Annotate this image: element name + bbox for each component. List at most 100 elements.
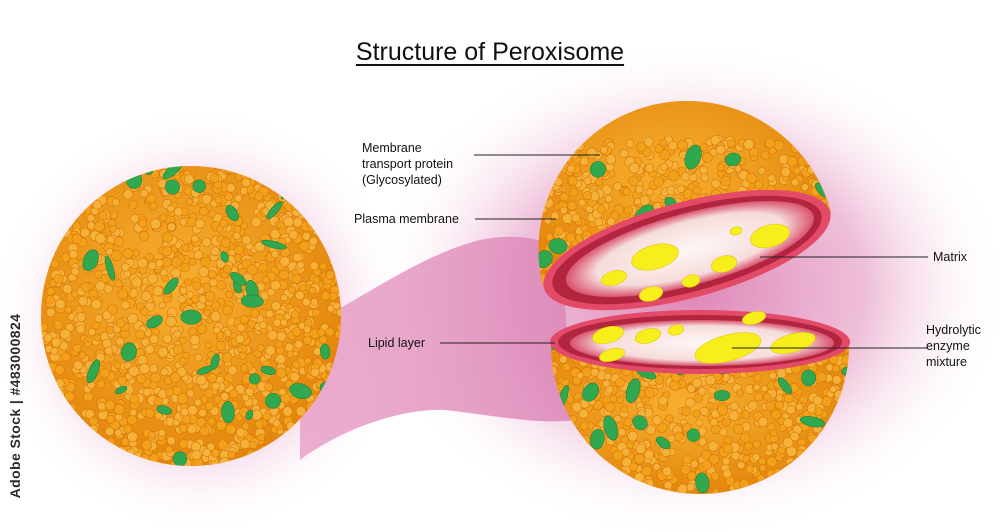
lipid-bead — [59, 328, 71, 340]
lipid-bead — [299, 284, 307, 292]
lipid-bead — [559, 206, 568, 215]
label-matrix: Matrix — [933, 250, 968, 264]
lipid-bead — [758, 457, 767, 466]
enzyme-blob — [592, 325, 624, 345]
lipid-bead — [743, 138, 755, 150]
lipid-bead — [114, 279, 123, 288]
lipid-bead — [244, 387, 254, 397]
lipid-bead — [160, 367, 169, 377]
lipid-bead — [220, 391, 230, 401]
lipid-bead — [776, 368, 787, 379]
glycoprotein-patch — [248, 373, 261, 385]
lipid-bead — [234, 194, 243, 203]
lipid-bead — [309, 261, 319, 271]
lipid-bead — [51, 337, 62, 348]
lipid-bead — [613, 414, 622, 423]
enzyme-blob — [750, 223, 790, 249]
lipid-bead — [765, 401, 776, 412]
lipid-bead — [566, 164, 576, 173]
lipid-bead — [702, 152, 713, 163]
lipid-bead — [656, 422, 668, 433]
lipid-bead — [122, 248, 134, 259]
lipid-bead — [127, 313, 139, 324]
lipid-bead — [814, 406, 824, 416]
lipid-bead — [43, 333, 53, 343]
lipid-bead — [697, 386, 707, 396]
lipid-bead — [578, 198, 586, 207]
lipid-bead — [210, 246, 220, 257]
lipid-bead — [579, 156, 589, 167]
lipid-bead — [166, 436, 176, 446]
lipid-bead — [292, 252, 302, 262]
lipid-bead — [736, 389, 744, 397]
lipid-bead — [238, 351, 247, 360]
lipid-bead — [117, 288, 128, 300]
lipid-bead — [103, 284, 113, 294]
glycoprotein-patch — [777, 377, 793, 395]
glycoprotein-patch — [120, 342, 137, 362]
lipid-bead — [332, 301, 341, 310]
lipid-bead — [184, 174, 195, 185]
lipid-bead — [221, 352, 233, 363]
lipid-bead — [128, 365, 140, 377]
lipid-bead — [816, 371, 827, 382]
lipid-bead — [211, 301, 221, 311]
lipid-bead — [586, 147, 598, 159]
lipid-bead — [578, 408, 589, 419]
lipid-bead — [97, 401, 106, 411]
lipid-bead — [104, 346, 114, 356]
lipid-bead — [595, 178, 604, 187]
lipid-bead — [241, 177, 251, 188]
lipid-bead — [78, 295, 89, 306]
lipid-bead — [225, 423, 237, 435]
lipid-bead — [147, 431, 156, 440]
lipid-bead — [711, 488, 720, 494]
lipid-bead — [241, 393, 250, 402]
lipid-bead — [264, 382, 274, 392]
lipid-bead — [543, 216, 552, 225]
lipid-bead — [753, 373, 763, 383]
lipid-bead — [633, 453, 645, 465]
lipid-bead — [255, 419, 265, 429]
glycoprotein-patch — [260, 365, 276, 376]
lipid-bead — [571, 213, 581, 223]
lipid-bead — [194, 353, 203, 362]
glycoprotein-patch — [724, 152, 742, 167]
label-hydrolytic-enzyme-mixture: Hydrolytic enzyme mixture — [926, 323, 981, 369]
lipid-bead — [167, 222, 176, 232]
lipid-bead — [690, 459, 699, 468]
glycoprotein-patch — [220, 251, 229, 263]
glycoprotein-patch — [196, 365, 213, 375]
lipid-bead — [292, 360, 301, 369]
lipid-bead — [780, 166, 791, 177]
lipid-bead — [262, 275, 271, 284]
lipid-bead — [698, 437, 707, 446]
lipid-bead — [207, 270, 217, 279]
lipid-bead — [298, 240, 310, 252]
lipid-bead — [113, 361, 121, 370]
lipid-bead — [165, 387, 174, 397]
lipid-bead — [754, 180, 764, 190]
lipid-bead — [753, 383, 761, 391]
glycoprotein-patch — [210, 353, 220, 370]
lipid-bead — [677, 185, 685, 193]
lipid-bead — [154, 412, 163, 420]
lipid-bead — [734, 165, 742, 173]
lipid-bead — [745, 464, 755, 474]
lipid-bead — [198, 408, 207, 418]
lipid-bead — [641, 465, 652, 477]
lipid-bead — [204, 341, 213, 349]
lipid-bead — [180, 262, 190, 273]
lipid-bead — [766, 456, 778, 468]
lipid-bead — [777, 446, 786, 455]
lipid-bead — [123, 424, 133, 434]
lipid-bead — [71, 233, 83, 245]
lipid-bead — [774, 400, 785, 410]
lipid-bead — [613, 181, 622, 191]
lipid-bead — [636, 141, 647, 152]
lipid-bead — [254, 191, 264, 201]
lipid-bead — [748, 400, 758, 411]
lipid-bead — [312, 308, 321, 317]
lipid-bead — [94, 221, 105, 232]
lipid-bead — [130, 214, 140, 224]
